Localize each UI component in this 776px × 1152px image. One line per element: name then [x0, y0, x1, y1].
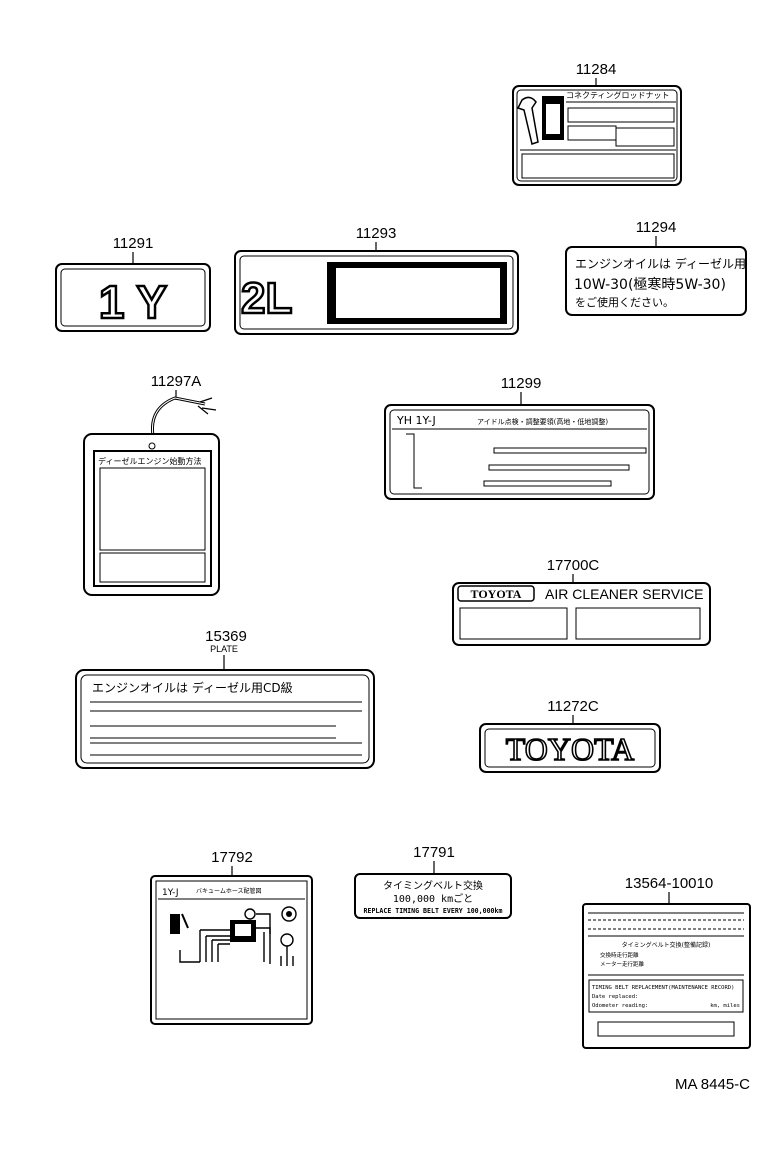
part-number-11284: 11284: [576, 61, 617, 78]
label-13564-line2: 交換時走行距離: [600, 951, 639, 959]
label-11291: 1 Y: [55, 263, 211, 332]
part-number-11291: 11291: [113, 235, 154, 252]
part-number-17700C: 17700C: [547, 557, 600, 574]
part-number-11299: 11299: [501, 375, 542, 392]
label-11294: エンジンオイルは ディーゼル用 10W-30(極寒時5W-30) をご使用くださ…: [565, 246, 747, 316]
label-13564-line1: タイミングベルト交換(整備記録): [622, 941, 711, 949]
label-17700C: TOYOTA AIR CLEANER SERVICE: [452, 582, 711, 646]
label-11294-line3: をご使用ください。: [575, 295, 674, 309]
label-11272C-text: TOYOTA: [506, 731, 634, 767]
part-number-11294: 11294: [636, 219, 677, 236]
diagram-code: MA 8445-C: [675, 1076, 750, 1093]
part-number-11297A: 11297A: [151, 373, 202, 390]
label-11294-line2: 10W-30(極寒時5W-30): [574, 276, 726, 293]
wrench-icon: [516, 96, 564, 145]
part-sub-15369: PLATE: [210, 644, 238, 654]
label-13564-10010: タイミングベルト交換(整備記録) 交換時走行距離 メーター走行距離 TIMING…: [582, 903, 751, 1049]
label-11291-text: 1 Y: [99, 276, 167, 328]
label-17792: 1Y-J バキュームホース配管図: [150, 875, 313, 1025]
label-11293: 2L: [234, 250, 519, 335]
part-number-17791: 17791: [413, 844, 455, 861]
label-17791: タイミングベルト交換 100,000 kmごと REPLACE TIMING B…: [354, 873, 512, 919]
label-11297A: ディーゼルエンジン始動方法: [83, 396, 220, 596]
vacuum-hose-diagram: [170, 906, 297, 966]
label-17700C-brand: TOYOTA: [471, 587, 522, 601]
label-11297A-text: ディーゼルエンジン始動方法: [98, 456, 201, 466]
label-13564-line7: km, miles: [710, 1003, 740, 1009]
part-number-15369: 15369: [205, 628, 247, 645]
label-17791-line3: REPLACE TIMING BELT EVERY 100,000km: [364, 907, 503, 915]
label-17792-subtext: バキュームホース配管図: [196, 887, 262, 895]
label-11284: コネクティングロッドナット: [512, 85, 682, 186]
label-11299-subtext: アイドル点検・調整要領(高地・低地調整): [477, 417, 608, 426]
label-13564-line5: Date replaced:: [592, 994, 638, 1000]
label-13564-line3: メーター走行距離: [600, 960, 645, 968]
label-17792-text: 1Y-J: [162, 888, 179, 898]
label-11299-text: YH 1Y-J: [396, 414, 436, 427]
part-number-11293: 11293: [356, 225, 397, 242]
label-15369-text: エンジンオイルは ディーゼル用CD級: [92, 680, 293, 695]
part-number-11272C: 11272C: [547, 698, 599, 715]
label-11284-text: コネクティングロッドナット: [566, 90, 670, 100]
part-number-17792: 17792: [211, 849, 253, 866]
label-13564-line6: Odometer reading:: [592, 1003, 648, 1009]
label-11293-text: 2L: [241, 274, 292, 323]
part-number-13564-10010: 13564-10010: [625, 875, 713, 892]
label-11272C: TOYOTA: [479, 723, 661, 773]
label-17791-line1: タイミングベルト交換: [383, 879, 483, 892]
label-17700C-text: AIR CLEANER SERVICE: [545, 586, 703, 602]
label-11299: YH 1Y-J アイドル点検・調整要領(高地・低地調整): [384, 404, 655, 500]
label-17791-line2: 100,000 kmごと: [393, 892, 473, 905]
label-11294-line1: エンジンオイルは ディーゼル用: [575, 256, 746, 271]
label-13564-line4: TIMING BELT REPLACEMENT(MAINTENANCE RECO…: [592, 985, 734, 991]
label-15369: エンジンオイルは ディーゼル用CD級: [75, 669, 375, 769]
